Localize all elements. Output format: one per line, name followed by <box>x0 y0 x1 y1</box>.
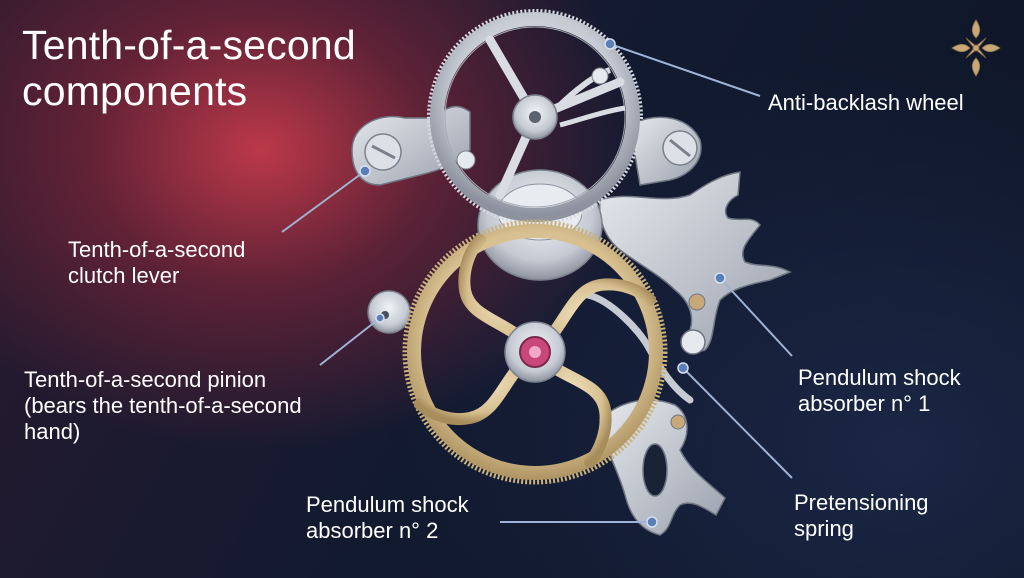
label-pinion-line-1: Tenth-of-a-second pinion <box>24 367 267 392</box>
leader-anti-backlash-wheel <box>609 43 761 97</box>
label-shock-absorber-1-line-2: absorber n° 1 <box>798 391 931 416</box>
leader-pinion <box>319 317 381 366</box>
pendulum-shock-absorber-1-part <box>598 171 792 355</box>
label-pretensioning-spring-line-1: Pretensioning <box>794 490 929 515</box>
label-anti-backlash-wheel: Anti-backlash wheel <box>768 90 964 116</box>
pretensioning-spring-part <box>584 291 694 404</box>
leader-dots <box>359 38 726 528</box>
label-clutch-lever: Tenth-of-a-second clutch lever <box>68 237 245 289</box>
tenth-of-a-second-pinion-part <box>367 290 411 334</box>
label-pinion-line-3: hand) <box>24 419 81 444</box>
label-anti-backlash-wheel-text: Anti-backlash wheel <box>768 90 964 115</box>
title-line-1: Tenth-of-a-second <box>22 22 356 68</box>
label-shock-absorber-1: Pendulum shock absorber n° 1 <box>798 365 961 417</box>
label-shock-absorber-1-line-1: Pendulum shock <box>798 365 961 390</box>
leader-lines <box>281 43 793 523</box>
leader-pretensioning-spring <box>682 367 793 479</box>
label-pretensioning-spring-line-2: spring <box>794 516 854 541</box>
label-clutch-lever-line-2: clutch lever <box>68 263 180 288</box>
label-pretensioning-spring: Pretensioning spring <box>794 490 929 542</box>
leader-shock-absorber-1 <box>719 277 793 357</box>
gold-wheel-part <box>402 219 668 485</box>
frame-part <box>629 116 702 186</box>
label-shock-absorber-2-line-2: absorber n° 2 <box>306 518 439 543</box>
pendulum-shock-absorber-2-part <box>599 399 726 536</box>
label-pinion-line-2: (bears the tenth-of-a-second <box>24 393 302 418</box>
calatrava-cross-icon <box>951 19 1001 77</box>
label-pinion: Tenth-of-a-second pinion (bears the tent… <box>24 367 302 445</box>
label-shock-absorber-2: Pendulum shock absorber n° 2 <box>306 492 469 544</box>
title-line-2: components <box>22 68 248 114</box>
label-clutch-lever-line-1: Tenth-of-a-second <box>68 237 246 262</box>
leader-clutch-lever <box>281 170 366 233</box>
page-title: Tenth-of-a-second components <box>22 22 356 114</box>
label-shock-absorber-2-line-1: Pendulum shock <box>306 492 469 517</box>
